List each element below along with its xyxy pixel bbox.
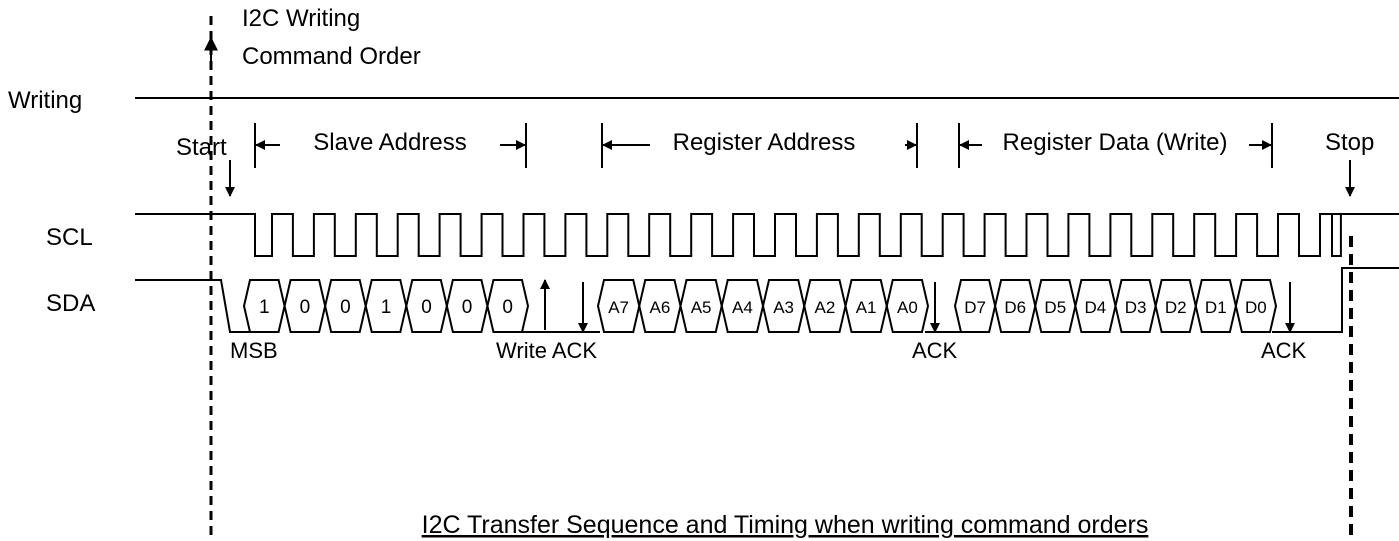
register-data-cell bbox=[1234, 279, 1278, 333]
register-data-bit-label: D2 bbox=[1165, 298, 1187, 317]
slave-address-bit-label: 0 bbox=[421, 297, 432, 318]
header-title-line1: I2C Writing bbox=[242, 5, 360, 32]
register-data-bit-label: D7 bbox=[964, 298, 986, 317]
sda-label: SDA bbox=[46, 290, 95, 317]
register-data-bracket bbox=[958, 123, 1273, 168]
register-address-label: Register Address bbox=[673, 129, 856, 156]
slave-address-bracket bbox=[254, 123, 527, 168]
register-data-label: Register Data (Write) bbox=[1003, 129, 1228, 156]
slave-address-bit-label: 1 bbox=[259, 297, 270, 318]
slave-address-bit-label: 0 bbox=[300, 297, 311, 318]
ack-register-label: ACK bbox=[912, 338, 958, 363]
register-address-bit-label: A3 bbox=[773, 298, 794, 317]
register-address-bit-label: A5 bbox=[691, 298, 712, 317]
register-address-bit-label: A7 bbox=[608, 298, 629, 317]
register-address-bracket bbox=[601, 123, 918, 168]
msb-label: MSB bbox=[230, 338, 278, 363]
slave-address-label: Slave Address bbox=[313, 129, 466, 156]
register-address-bit-label: A6 bbox=[650, 298, 671, 317]
register-address-bit-label: A2 bbox=[815, 298, 836, 317]
register-address-cell bbox=[885, 279, 930, 333]
writing-label: Writing bbox=[8, 87, 82, 114]
slave-address-bit-label: 0 bbox=[340, 297, 351, 318]
scl-label: SCL bbox=[46, 224, 93, 251]
register-data-bit-label: D4 bbox=[1085, 298, 1107, 317]
register-data-bit-label: D1 bbox=[1205, 298, 1227, 317]
slave-address-bit-label: 1 bbox=[381, 297, 392, 318]
diagram-caption: I2C Transfer Sequence and Timing when wr… bbox=[422, 511, 1149, 539]
start-label: Start bbox=[176, 134, 227, 161]
slave-address-bit-label: 0 bbox=[462, 297, 473, 318]
register-data-bit-label: D0 bbox=[1245, 298, 1267, 317]
register-data-bit-label: D5 bbox=[1044, 298, 1066, 317]
write-ack-label: Write ACK bbox=[496, 338, 597, 363]
register-data-bit-label: D3 bbox=[1125, 298, 1147, 317]
register-address-bit-label: A4 bbox=[732, 298, 753, 317]
stop-label: Stop bbox=[1325, 129, 1374, 156]
sda-waveform bbox=[135, 267, 1399, 333]
slave-address-bit-label: 0 bbox=[502, 297, 513, 318]
scl-waveform bbox=[135, 213, 1399, 257]
ack-data-label: ACK bbox=[1261, 338, 1307, 363]
register-address-bit-label: A0 bbox=[897, 298, 918, 317]
header-title-line2: Command Order bbox=[242, 43, 421, 70]
register-address-bit-label: A1 bbox=[856, 298, 877, 317]
slave-address-cell bbox=[486, 279, 530, 333]
register-data-bit-label: D6 bbox=[1004, 298, 1026, 317]
sda-bit-cells: 1 0 0 1 0 0 0 A7 A6 A5 A4 A3 A2 A1 A0 D7 D6 D5 D4 D3 D2 D1 D0 bbox=[242, 279, 1278, 333]
